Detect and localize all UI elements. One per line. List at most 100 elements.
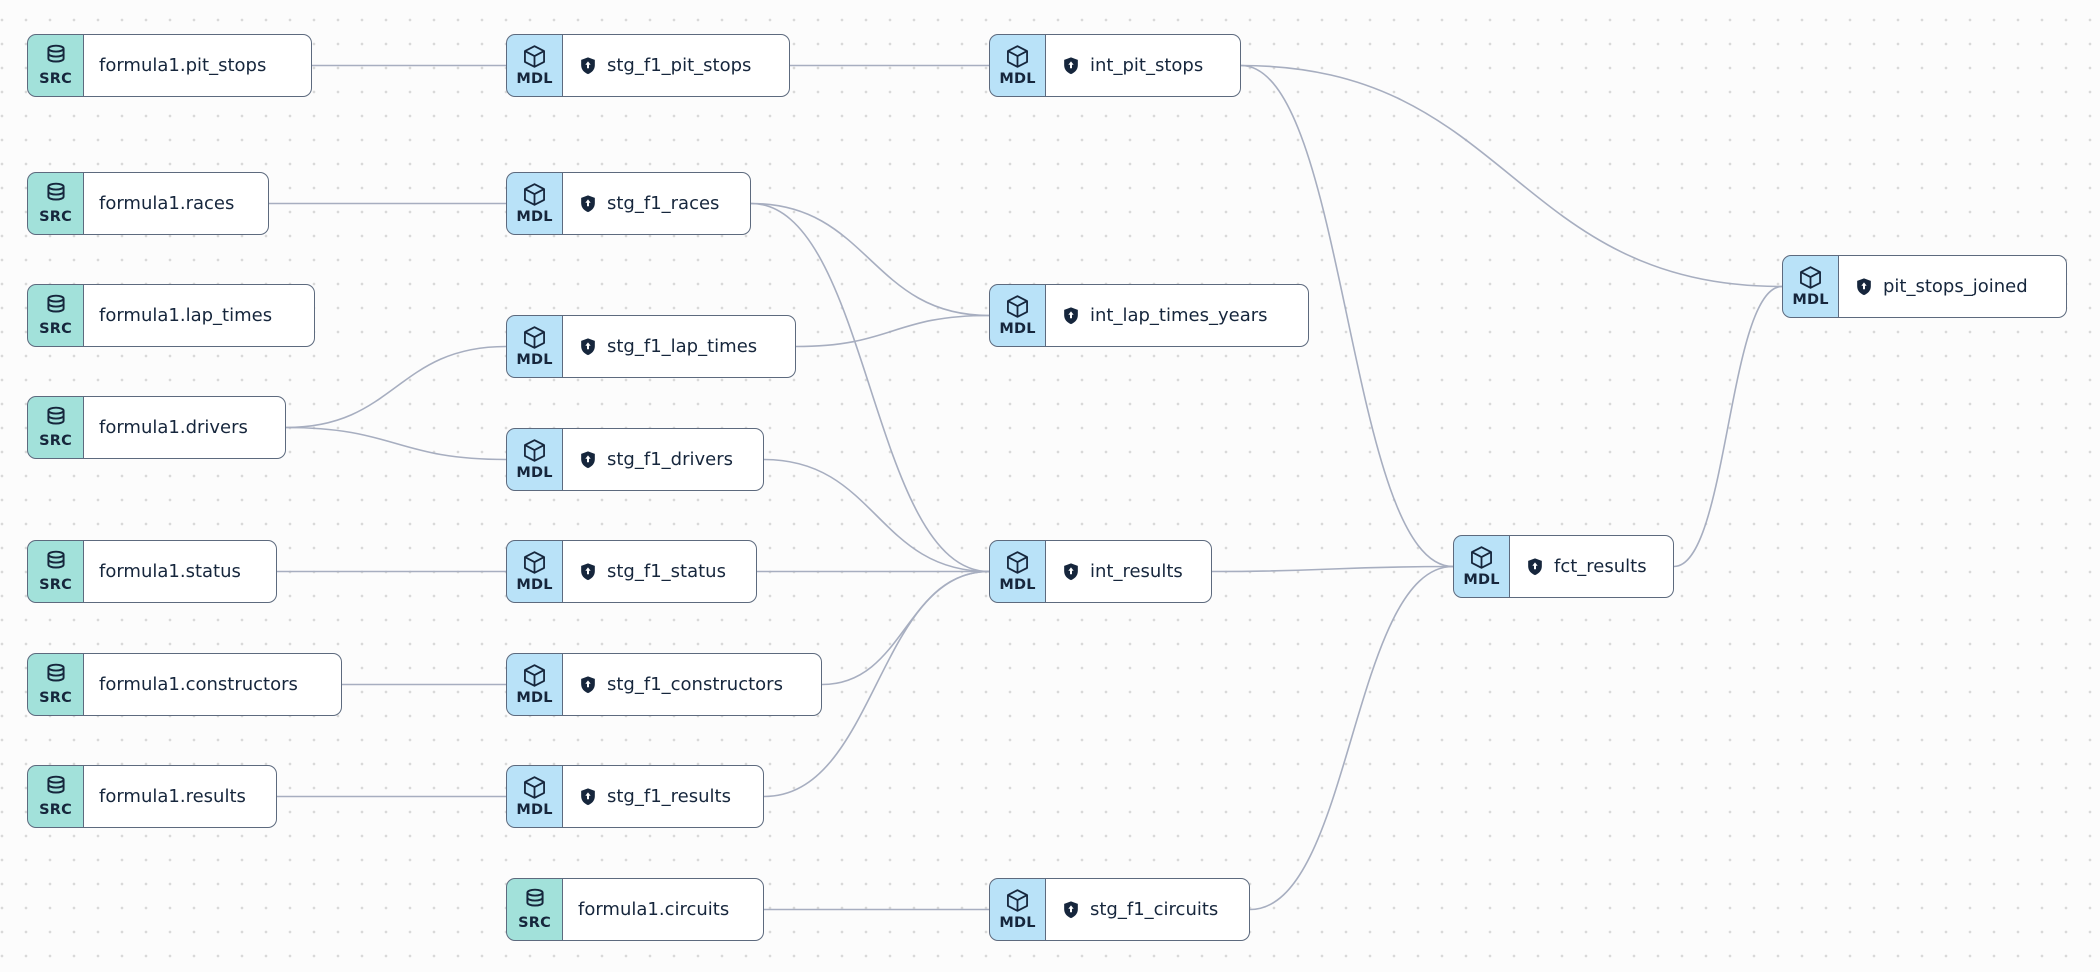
node-type-badge: SRC [27, 653, 84, 716]
node-type-label: SRC [39, 321, 72, 338]
node-label: formula1.races [99, 192, 235, 214]
cube-icon [521, 774, 548, 801]
node-body: formula1.status [84, 540, 277, 603]
shield-icon [578, 562, 598, 582]
node-stg_f1_lap_times[interactable]: MDL stg_f1_lap_times [506, 315, 796, 378]
edge-stg_f1_races-to-int_results [750, 202, 990, 573]
shield-icon [1061, 306, 1081, 326]
cube-icon [1004, 887, 1031, 914]
node-type-label: MDL [516, 352, 553, 369]
edge-formula1.drivers-to-stg_f1_drivers [285, 426, 507, 461]
node-type-badge: SRC [27, 396, 84, 459]
edge-stg_f1_races-to-int_lap_times_years [750, 202, 990, 317]
database-icon [43, 549, 69, 576]
node-stg_f1_circuits[interactable]: MDL stg_f1_circuits [989, 878, 1250, 941]
node-type-label: MDL [999, 321, 1036, 338]
node-body: stg_f1_races [563, 172, 751, 235]
node-body: stg_f1_constructors [563, 653, 822, 716]
node-body: formula1.constructors [84, 653, 342, 716]
node-stg_f1_races[interactable]: MDL stg_f1_races [506, 172, 751, 235]
node-type-label: MDL [1792, 292, 1829, 309]
node-type-badge: MDL [989, 878, 1046, 941]
shield-icon [1854, 277, 1874, 297]
edge-int_pit_stops-to-pit_stops_joined [1240, 64, 1783, 288]
node-type-badge: MDL [506, 315, 563, 378]
node-int_lap_times_years[interactable]: MDL int_lap_times_years [989, 284, 1309, 347]
shield-icon [578, 337, 598, 357]
shield-icon [578, 450, 598, 470]
node-body: formula1.circuits [563, 878, 764, 941]
cube-icon [1468, 544, 1495, 571]
node-body: stg_f1_pit_stops [563, 34, 790, 97]
node-label: fct_results [1554, 555, 1647, 577]
node-body: formula1.pit_stops [84, 34, 312, 97]
node-type-badge: SRC [27, 284, 84, 347]
database-icon [43, 293, 69, 320]
database-icon [522, 887, 548, 914]
node-type-badge: MDL [506, 653, 563, 716]
node-label: int_lap_times_years [1090, 304, 1268, 326]
node-type-label: MDL [999, 71, 1036, 88]
node-label: stg_f1_circuits [1090, 898, 1219, 920]
node-type-label: SRC [39, 433, 72, 450]
node-type-label: SRC [39, 71, 72, 88]
node-formula1.circuits[interactable]: SRC formula1.circuits [506, 878, 764, 941]
node-body: fct_results [1510, 535, 1674, 598]
node-body: stg_f1_circuits [1046, 878, 1250, 941]
shield-icon [1061, 900, 1081, 920]
node-label: stg_f1_status [607, 560, 726, 582]
shield-icon [578, 194, 598, 214]
node-body: stg_f1_lap_times [563, 315, 796, 378]
node-type-label: MDL [516, 465, 553, 482]
node-body: int_results [1046, 540, 1212, 603]
node-formula1.pit_stops[interactable]: SRC formula1.pit_stops [27, 34, 312, 97]
node-label: int_results [1090, 560, 1183, 582]
node-label: stg_f1_results [607, 785, 731, 807]
shield-icon [578, 56, 598, 76]
node-type-label: MDL [1463, 572, 1500, 589]
node-type-badge: MDL [989, 284, 1046, 347]
node-type-label: SRC [39, 690, 72, 707]
node-formula1.drivers[interactable]: SRC formula1.drivers [27, 396, 286, 459]
node-int_pit_stops[interactable]: MDL int_pit_stops [989, 34, 1241, 97]
node-type-label: MDL [999, 915, 1036, 932]
cube-icon [521, 549, 548, 576]
node-body: formula1.results [84, 765, 277, 828]
node-formula1.constructors[interactable]: SRC formula1.constructors [27, 653, 342, 716]
node-type-label: MDL [516, 690, 553, 707]
shield-icon [578, 787, 598, 807]
node-stg_f1_constructors[interactable]: MDL stg_f1_constructors [506, 653, 822, 716]
cube-icon [1004, 293, 1031, 320]
node-type-label: MDL [999, 577, 1036, 594]
node-stg_f1_status[interactable]: MDL stg_f1_status [506, 540, 757, 603]
node-body: formula1.races [84, 172, 269, 235]
node-type-badge: SRC [506, 878, 563, 941]
node-body: int_pit_stops [1046, 34, 1241, 97]
node-body: formula1.drivers [84, 396, 286, 459]
node-label: formula1.status [99, 560, 241, 582]
cube-icon [521, 181, 548, 208]
node-fct_results[interactable]: MDL fct_results [1453, 535, 1674, 598]
node-body: stg_f1_results [563, 765, 764, 828]
database-icon [43, 774, 69, 801]
node-type-label: MDL [516, 209, 553, 226]
cube-icon [1797, 264, 1824, 291]
node-type-badge: SRC [27, 765, 84, 828]
node-label: formula1.circuits [578, 898, 730, 920]
cube-icon [1004, 549, 1031, 576]
node-int_results[interactable]: MDL int_results [989, 540, 1212, 603]
node-label: formula1.pit_stops [99, 54, 267, 76]
node-type-badge: MDL [506, 540, 563, 603]
edge-stg_f1_constructors-to-int_results [821, 570, 990, 686]
shield-icon [1525, 557, 1545, 577]
node-body: int_lap_times_years [1046, 284, 1309, 347]
